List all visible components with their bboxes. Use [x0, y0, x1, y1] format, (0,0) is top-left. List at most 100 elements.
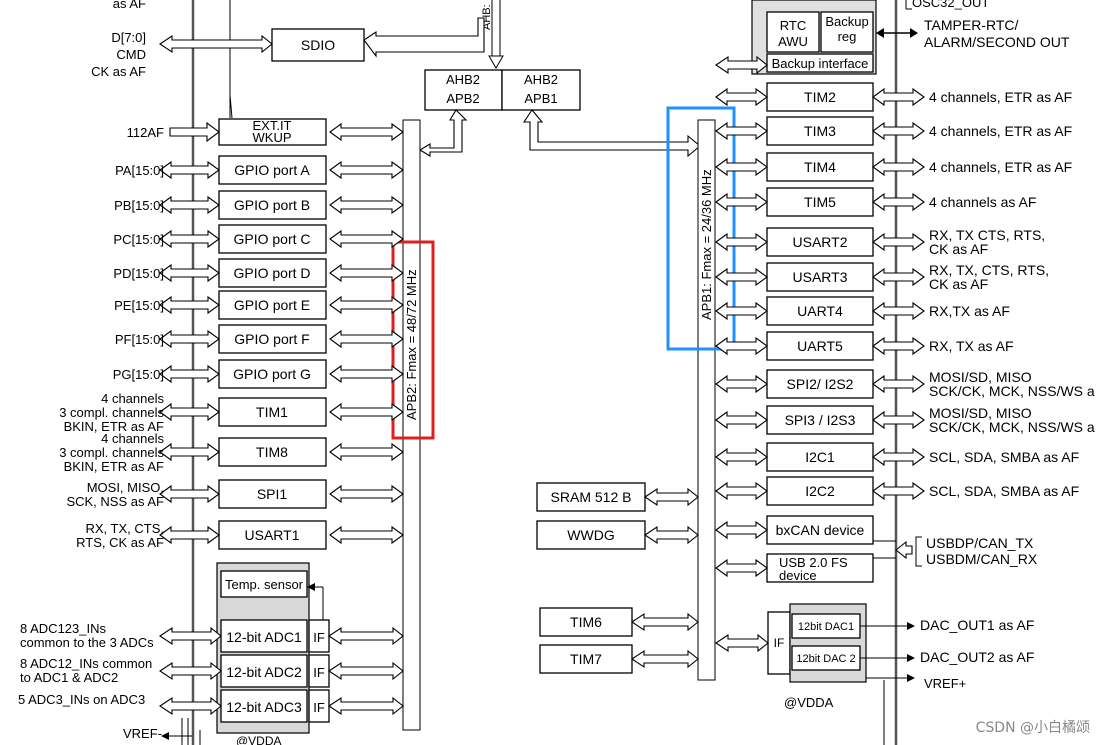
rtc-label-l2: AWU — [778, 34, 808, 49]
usart1-block — [218, 520, 327, 550]
tim1-io-arrow — [159, 402, 220, 422]
usart1-side-label-2: RTS, CK as AF — [76, 535, 164, 550]
tim2-label: TIM2 — [804, 89, 836, 105]
tim1-block — [218, 397, 327, 427]
spi2-io-arrow — [872, 374, 925, 394]
tim5-side-label-1: 4 channels as AF — [929, 194, 1036, 210]
tim8-apb2-arrow — [329, 442, 404, 462]
apb1-bus-label: APB1: Fmax = 24/36 MHz — [699, 169, 714, 320]
gpio-port-g-apb2-arrow — [329, 364, 404, 384]
spi1-label: SPI1 — [257, 486, 288, 502]
rtc-label-l1: RTC — [780, 18, 806, 33]
adc2-if-label: IF — [313, 665, 325, 680]
sram-block — [536, 482, 646, 512]
uart4-io-arrow — [872, 301, 925, 321]
sram-label: SRAM 512 B — [551, 489, 632, 505]
usbdp-can-tx-label: USBDP/CAN_TX — [926, 535, 1034, 551]
adc123-label-l1: 8 ADC123_INs — [20, 621, 106, 636]
usart1-side-label-1: RX, TX, CTS, — [86, 521, 165, 536]
adc3-if-label: IF — [313, 700, 325, 715]
usart1-apb2-arrow — [329, 525, 404, 545]
spi1-side-label-2: SCK, NSS as AF — [66, 494, 164, 509]
sdio-label: SDIO — [301, 37, 335, 53]
adc12-label-l1: 8 ADC12_INs common — [20, 656, 152, 671]
usbdm-can-rx-label: USBDM/CAN_RX — [926, 551, 1038, 567]
gpio-port-a-apb2-arrow — [329, 160, 404, 180]
bxcan-label: bxCAN device — [776, 522, 865, 538]
i2c2-io-arrow — [872, 481, 925, 501]
usb-label-l2: device — [779, 568, 817, 583]
gpio-port-d-side-label-1: PD[15:0] — [113, 266, 164, 281]
gpio-port-b-side-label-1: PB[15:0] — [114, 198, 164, 213]
backup-label-l1: Backup — [825, 14, 868, 29]
uart4-block — [766, 296, 874, 326]
tamper-label-l2: ALARM/SECOND OUT — [924, 34, 1070, 50]
tim4-label: TIM4 — [804, 159, 836, 175]
spi2-block — [766, 369, 874, 399]
spi3-side-label-1: MOSI/SD, MISO — [929, 405, 1032, 421]
dac-out1-label: DAC_OUT1 as AF — [920, 617, 1034, 633]
ck-as-af-label: CK as AF — [91, 64, 146, 79]
usb-block — [766, 553, 874, 583]
tim2-side-label-1: 4 channels, ETR as AF — [929, 89, 1072, 105]
vref-minus-label: VREF- — [123, 726, 162, 741]
spi2-side-label-1: MOSI/SD, MISO — [929, 369, 1032, 385]
spi3-label: SPI3 / I2S3 — [785, 412, 856, 428]
tim3-io-arrow — [872, 121, 925, 141]
tim3-block — [766, 116, 874, 146]
vdda-bottom-label: @VDDA — [236, 734, 282, 745]
usart3-side-label-1: RX, TX, CTS, RTS, — [929, 262, 1049, 278]
gpio-port-g-label: GPIO port G — [233, 366, 311, 382]
tim8-side-label-3: BKIN, ETR as AF — [64, 459, 164, 474]
gpio-port-c-io-arrow — [159, 229, 220, 249]
adc1-label: 12-bit ADC1 — [226, 629, 302, 645]
tim3-side-label-1: 4 channels, ETR as AF — [929, 123, 1072, 139]
bridge-right-l2: APB1 — [524, 91, 557, 106]
i2c1-apb1-arrow — [715, 447, 768, 467]
gpio-port-e-io-arrow — [159, 295, 220, 315]
bxcan-block — [766, 515, 874, 545]
usart2-apb1-arrow — [715, 232, 768, 252]
as-af-top-label: as AF — [113, 0, 146, 11]
usart3-block — [766, 262, 874, 292]
adc12-label-l2: to ADC1 & ADC2 — [20, 670, 118, 685]
i2c2-block — [766, 476, 874, 506]
tim6-block — [539, 607, 633, 637]
tim8-block — [218, 437, 327, 467]
tim8-io-arrow — [159, 442, 220, 462]
gpio-port-a-label: GPIO port A — [234, 162, 310, 178]
gpio-port-c-label: GPIO port C — [233, 231, 310, 247]
spi3-io-arrow — [872, 410, 925, 430]
bxcan-apb1-arrow — [715, 520, 768, 540]
can-usb-arrow — [895, 540, 913, 560]
bridge-ahb2-apb2 — [424, 69, 503, 111]
cmd-label: CMD — [116, 47, 146, 62]
temp-sensor-block — [220, 570, 308, 598]
gpio-port-f-apb2-arrow — [329, 329, 404, 349]
spi2-apb1-arrow — [715, 374, 768, 394]
gpio-port-f-side-label-1: PF[15:0] — [115, 332, 164, 347]
tim7-block — [539, 644, 633, 674]
backup-interface-label: Backup interface — [772, 56, 869, 71]
tim8-label: TIM8 — [256, 444, 288, 460]
tim4-side-label-1: 4 channels, ETR as AF — [929, 159, 1072, 175]
tim8-side-label-2: 3 compl. channels — [59, 445, 164, 460]
extit-label-l1: EXT.IT — [252, 118, 291, 133]
bridge-left-l1: AHB2 — [446, 72, 480, 87]
gpio-port-d-block — [218, 258, 327, 288]
dac-if-label: IF — [774, 636, 785, 650]
extit-label-l2: WKUP — [253, 130, 292, 145]
usart2-side-label-2: CK as AF — [929, 241, 988, 257]
gpio-port-c-side-label-1: PC[15:0] — [113, 232, 164, 247]
extit-apb2-arrow — [329, 122, 404, 142]
usart1-io-arrow — [159, 525, 220, 545]
backup-label-l2: reg — [838, 29, 857, 44]
tim1-side-label-3: BKIN, ETR as AF — [64, 419, 164, 434]
tamper-label-l1: TAMPER-RTC/ — [924, 17, 1018, 33]
tim6-label: TIM6 — [570, 614, 602, 630]
tim3-apb1-arrow — [715, 121, 768, 141]
i2c1-io-arrow — [872, 447, 925, 467]
usart2-side-label-1: RX, TX CTS, RTS, — [929, 227, 1045, 243]
tim8-side-label-1: 4 channels — [101, 431, 164, 446]
